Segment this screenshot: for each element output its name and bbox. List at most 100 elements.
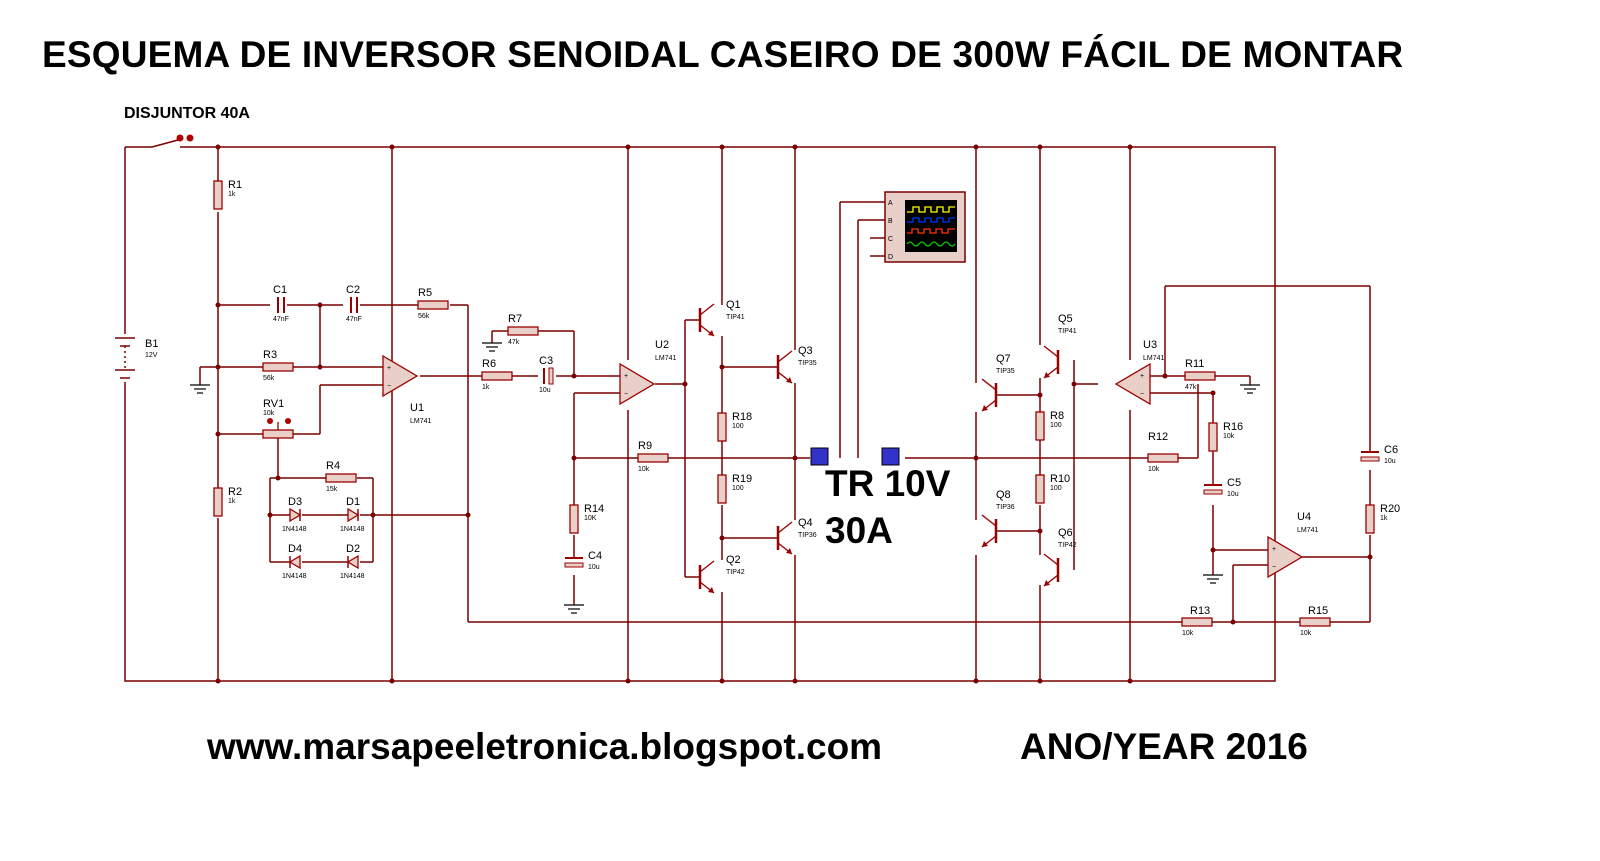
junction-dot	[317, 302, 323, 308]
resistor-body	[325, 473, 357, 483]
junction-dot	[215, 431, 221, 437]
diode-triangle	[288, 554, 301, 570]
diode-triangle	[346, 554, 359, 570]
resistor-body	[637, 453, 669, 463]
u2-value: LM741	[655, 355, 677, 362]
c6-value: 10u	[1384, 458, 1396, 465]
d2-ref: D2	[346, 543, 360, 555]
c6-ref: C6	[1384, 444, 1398, 456]
q7-value: TIP35	[996, 368, 1015, 375]
r5-value: 56k	[418, 313, 430, 320]
r6-value: 1k	[482, 384, 490, 391]
b1-ref: B1	[145, 338, 158, 350]
resistor-body	[213, 487, 223, 517]
q4-value: TIP36	[798, 532, 817, 539]
junction-dot	[1210, 547, 1216, 553]
breaker-label: DISJUNTOR 40A	[124, 105, 250, 122]
q7-ref: Q7	[996, 353, 1011, 365]
c1-value: 47nF	[273, 316, 289, 323]
q8-ref: Q8	[996, 489, 1011, 501]
scope-channel-b: B	[888, 218, 893, 225]
resistor-body	[1147, 453, 1179, 463]
opamp-minus-sign: −	[1272, 564, 1276, 571]
r8-ref: R8	[1050, 410, 1064, 422]
battery-b1: B1 12V	[115, 334, 158, 382]
r14-ref: R14	[584, 503, 604, 515]
ground-icon	[482, 342, 502, 352]
transformer-node-right[interactable]	[881, 447, 900, 466]
junction-dot	[1210, 390, 1216, 396]
components: R11kR21kR356kR556kR415kR61kR747kR910kR11…	[213, 179, 1400, 637]
resistor-body	[717, 474, 727, 504]
resistor-body	[1035, 474, 1045, 504]
resistor-body	[213, 180, 223, 210]
junction-dot	[1037, 144, 1043, 150]
r4-value: 15k	[326, 486, 338, 493]
scope-channel-c: C	[888, 236, 893, 243]
page-title: ESQUEMA DE INVERSOR SENOIDAL CASEIRO DE …	[42, 34, 1404, 75]
q2-ref: Q2	[726, 554, 741, 566]
r11-ref: R11	[1185, 358, 1204, 370]
ground-symbols	[190, 342, 1260, 614]
q1-value: TIP41	[726, 314, 745, 321]
transistor-arrow	[1044, 372, 1050, 378]
ground-icon	[1240, 384, 1260, 394]
r16-value: 10k	[1223, 433, 1235, 440]
c1-ref: C1	[273, 284, 287, 296]
r3-value: 56k	[263, 375, 275, 382]
transformer-node-left[interactable]	[810, 447, 829, 466]
junction-dot	[1071, 381, 1077, 387]
capacitor-plate	[564, 562, 584, 568]
trace-c-waveform	[907, 228, 955, 234]
q4-ref: Q4	[798, 517, 813, 529]
r4-ref: R4	[326, 460, 340, 472]
junction-dot	[625, 144, 631, 150]
r18-value: 100	[732, 423, 744, 430]
q6-value: TIP42	[1058, 542, 1077, 549]
junction-dot	[267, 512, 273, 518]
junction-dot	[1037, 678, 1043, 684]
transistor-arrow	[982, 405, 988, 411]
r3-ref: R3	[263, 349, 277, 361]
junction-dot	[973, 455, 979, 461]
potentiometer-body	[262, 429, 294, 439]
resistor-body	[1365, 504, 1375, 534]
circuit-breaker: DISJUNTOR 40A	[124, 105, 250, 148]
u4-value: LM741	[1297, 527, 1319, 534]
r15-value: 10k	[1300, 630, 1312, 637]
resistor-body	[262, 362, 294, 372]
junction-dot	[1127, 144, 1133, 150]
rv1-value: 10k	[263, 410, 275, 417]
r1-ref: R1	[228, 179, 242, 191]
oscilloscope[interactable]: A B C D	[884, 191, 966, 263]
trace-a-waveform	[907, 206, 955, 213]
footer-year: ANO/YEAR 2016	[1020, 726, 1308, 767]
r10-ref: R10	[1050, 473, 1070, 485]
q1-ref: Q1	[726, 299, 741, 311]
junction-dot	[973, 678, 979, 684]
junction-dot	[792, 678, 798, 684]
d2-value: 1N4148	[340, 573, 365, 580]
r7-value: 47k	[508, 339, 520, 346]
opamp-plus-sign: +	[1272, 546, 1276, 553]
q3-value: TIP35	[798, 360, 817, 367]
transistor-arrow	[708, 330, 714, 336]
junction-dot	[370, 512, 376, 518]
breaker-contact-icon	[186, 134, 194, 142]
c3-value: 10u	[539, 387, 551, 394]
ground-icon	[1203, 574, 1223, 584]
r9-value: 10k	[638, 466, 650, 473]
